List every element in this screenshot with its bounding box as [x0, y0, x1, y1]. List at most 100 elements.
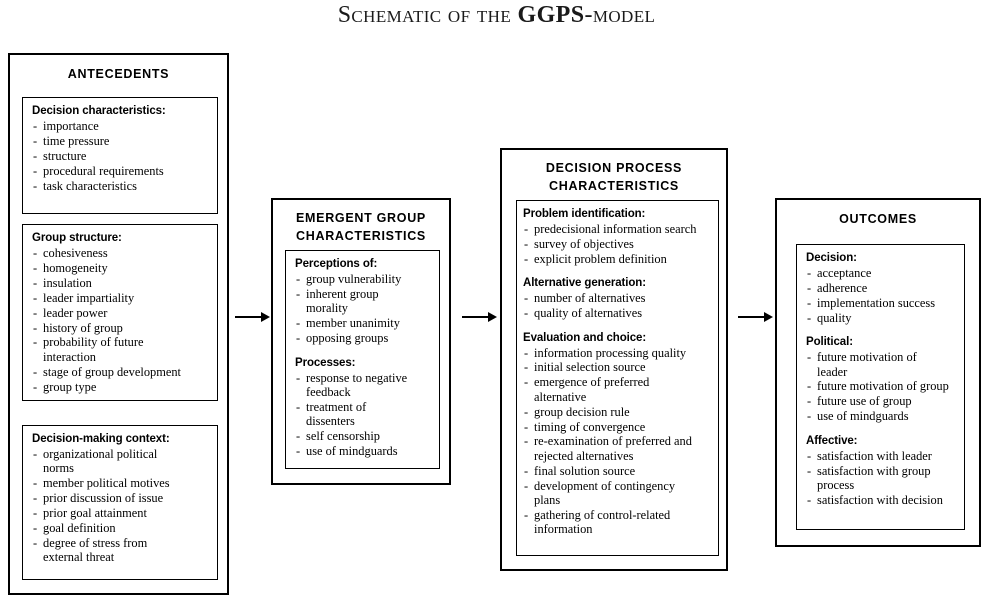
title-line-2: CHARACTERISTICS: [296, 229, 426, 243]
decision-making-context-list: organizational political norms member po…: [32, 447, 210, 565]
evaluation-and-choice-list: information processing quality initial s…: [523, 346, 714, 537]
list-item: member political motives: [32, 476, 210, 491]
antecedents-panel: ANTECEDENTS Decision characteristics: im…: [8, 53, 229, 595]
outcomes-panel: OUTCOMES Decision: acceptance adherence …: [775, 198, 981, 547]
list-item: goal definition: [32, 521, 210, 536]
group-structure-list: cohesiveness homogeneity insulation lead…: [32, 246, 210, 394]
emergent-group-characteristics-title: EMERGENT GROUP CHARACTERISTICS: [273, 211, 449, 243]
list-item: importance: [32, 119, 210, 134]
list-item: opposing groups: [295, 331, 434, 346]
list-item: history of group: [32, 321, 210, 336]
alternative-generation-heading: Alternative generation:: [523, 277, 646, 290]
title-ggps: GGPS: [517, 2, 585, 28]
title-suffix: -model: [584, 2, 656, 28]
list-item: number of alternatives: [523, 291, 714, 306]
alternative-generation-list: number of alternatives quality of altern…: [523, 291, 714, 321]
list-item: inherent group morality: [295, 287, 434, 316]
list-item: timing of convergence: [523, 420, 714, 435]
arrow-head: [261, 312, 270, 322]
list-item: emergence of preferred alternative: [523, 375, 714, 404]
list-item: acceptance: [806, 266, 960, 281]
list-item: use of mindguards: [806, 409, 960, 424]
group-structure-box: Group structure: cohesiveness homogeneit…: [22, 224, 218, 401]
list-item: predecisional information search: [523, 222, 714, 237]
decision-making-context-heading: Decision-making context:: [32, 433, 170, 445]
list-item: implementation success: [806, 296, 960, 311]
list-item: response to negative feedback: [295, 371, 434, 400]
list-item: development of contingency plans: [523, 479, 714, 508]
decision-heading: Decision:: [806, 252, 857, 264]
list-item: survey of objectives: [523, 237, 714, 252]
affective-list: satisfaction with leader satisfaction wi…: [806, 449, 960, 508]
outcomes-title: OUTCOMES: [839, 212, 917, 226]
antecedents-title: ANTECEDENTS: [67, 67, 170, 81]
list-item: time pressure: [32, 134, 210, 149]
list-item: probability of future interaction: [32, 335, 210, 364]
list-item: information processing quality: [523, 346, 714, 361]
political-heading: Political:: [806, 336, 853, 349]
list-item: treatment of dissenters: [295, 400, 434, 429]
list-item: initial selection source: [523, 360, 714, 375]
evaluation-and-choice-heading: Evaluation and choice:: [523, 331, 647, 344]
affective-heading: Affective:: [806, 434, 858, 447]
arrow-shaft: [462, 316, 489, 318]
list-item: final solution source: [523, 464, 714, 479]
list-item: future motivation of group: [806, 379, 960, 394]
group-structure-heading: Group structure:: [32, 232, 122, 244]
list-item: stage of group development: [32, 365, 210, 380]
arrow-emergent-to-decision-process: [462, 311, 498, 323]
list-item: future motivation of leader: [806, 350, 960, 379]
title-prefix: Schematic of the: [337, 2, 518, 28]
list-item: leader impartiality: [32, 291, 210, 306]
list-item: prior goal attainment: [32, 506, 210, 521]
list-item: satisfaction with decision: [806, 493, 960, 508]
title-line-1: EMERGENT GROUP: [296, 211, 426, 225]
problem-identification-heading: Problem identification:: [523, 208, 646, 220]
arrow-antecedents-to-emergent: [235, 311, 271, 323]
list-item: self censorship: [295, 429, 434, 444]
title-line-1: DECISION PROCESS: [545, 161, 683, 175]
decision-characteristics-list: importance time pressure structure proce…: [32, 119, 210, 193]
list-item: group type: [32, 380, 210, 395]
decision-process-title: DECISION PROCESS CHARACTERISTICS: [502, 161, 726, 193]
list-item: quality: [806, 311, 960, 326]
processes-heading: Processes:: [295, 356, 356, 369]
list-item: task characteristics: [32, 179, 210, 194]
perceptions-of-heading: Perceptions of:: [295, 258, 378, 270]
list-item: use of mindguards: [295, 444, 434, 459]
list-item: leader power: [32, 306, 210, 321]
list-item: satisfaction with leader: [806, 449, 960, 464]
arrow-head: [488, 312, 497, 322]
list-item: prior discussion of issue: [32, 491, 210, 506]
list-item: member unanimity: [295, 316, 434, 331]
diagram-title: Schematic of the GGPS-model: [0, 2, 993, 29]
list-item: procedural requirements: [32, 164, 210, 179]
list-item: insulation: [32, 276, 210, 291]
outcomes-inner-box: Decision: acceptance adherence implement…: [796, 244, 965, 530]
arrow-decision-process-to-outcomes: [738, 311, 774, 323]
arrow-shaft: [235, 316, 262, 318]
decision-process-characteristics-panel: DECISION PROCESS CHARACTERISTICS Problem…: [500, 148, 728, 571]
decision-characteristics-heading: Decision characteristics:: [32, 105, 166, 117]
list-item: gathering of control-related information: [523, 508, 714, 537]
list-item: adherence: [806, 281, 960, 296]
emergent-group-inner-box: Perceptions of: group vulnerability inhe…: [285, 250, 440, 469]
problem-identification-list: predecisional information search survey …: [523, 222, 714, 267]
decision-characteristics-box: Decision characteristics: importance tim…: [22, 97, 218, 214]
decision-making-context-box: Decision-making context: organizational …: [22, 425, 218, 580]
list-item: organizational political norms: [32, 447, 210, 476]
arrow-head: [764, 312, 773, 322]
emergent-group-characteristics-panel: EMERGENT GROUP CHARACTERISTICS Perceptio…: [271, 198, 451, 485]
list-item: explicit problem definition: [523, 252, 714, 267]
list-item: structure: [32, 149, 210, 164]
list-item: future use of group: [806, 394, 960, 409]
list-item: quality of alternatives: [523, 306, 714, 321]
list-item: group decision rule: [523, 405, 714, 420]
processes-list: response to negative feedback treatment …: [295, 371, 434, 459]
list-item: group vulnerability: [295, 272, 434, 287]
list-item: homogeneity: [32, 261, 210, 276]
title-line-2: CHARACTERISTICS: [549, 179, 679, 193]
arrow-shaft: [738, 316, 765, 318]
list-item: cohesiveness: [32, 246, 210, 261]
perceptions-of-list: group vulnerability inherent group moral…: [295, 272, 434, 346]
